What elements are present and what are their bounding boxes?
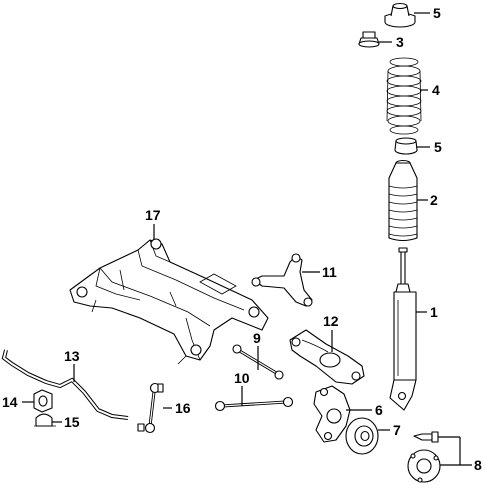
- leader-lines: [22, 12, 472, 466]
- callout-1: 1: [430, 304, 438, 320]
- hub-bearing: [345, 417, 379, 455]
- callout-14: 14: [2, 394, 18, 410]
- callout-numbers: 1 2 3 4 5 5 6 7 8 9 10 11 12 13 14 15 16…: [2, 5, 482, 473]
- callout-8: 8: [474, 457, 482, 473]
- toe-link: [232, 344, 284, 380]
- rear-subframe: [69, 238, 269, 365]
- callout-10: 10: [234, 370, 250, 386]
- callout-9: 9: [253, 330, 261, 346]
- callout-4: 4: [432, 82, 440, 98]
- callout-2: 2: [430, 192, 438, 208]
- upper-control-arm: [251, 253, 313, 307]
- callout-6: 6: [375, 402, 383, 418]
- callout-7: 7: [393, 422, 401, 438]
- strut-mount-upper: [384, 2, 416, 28]
- coil-spring: [386, 57, 422, 135]
- callout-5-lower: 5: [434, 139, 442, 155]
- callout-13: 13: [64, 348, 80, 364]
- bushing-bracket: [34, 413, 56, 427]
- stabilizer-bushing: [33, 389, 53, 413]
- knuckle: [313, 385, 351, 443]
- callout-5-upper: 5: [433, 5, 441, 21]
- strut-nut: [358, 31, 380, 48]
- callout-12: 12: [323, 313, 339, 329]
- shock-absorber: [389, 247, 417, 411]
- callout-11: 11: [322, 264, 337, 280]
- hub-and-bolt: [407, 431, 441, 483]
- lower-control-arm: [289, 329, 365, 385]
- callout-16: 16: [175, 400, 191, 416]
- spring-seat-lower: [394, 137, 418, 155]
- callout-3: 3: [396, 34, 404, 50]
- stabilizer-bar: [1, 349, 129, 420]
- stabilizer-link: [137, 382, 164, 434]
- dust-boot: [388, 159, 418, 242]
- lateral-link: [214, 396, 294, 412]
- callout-17: 17: [145, 207, 161, 223]
- callout-15: 15: [64, 414, 80, 430]
